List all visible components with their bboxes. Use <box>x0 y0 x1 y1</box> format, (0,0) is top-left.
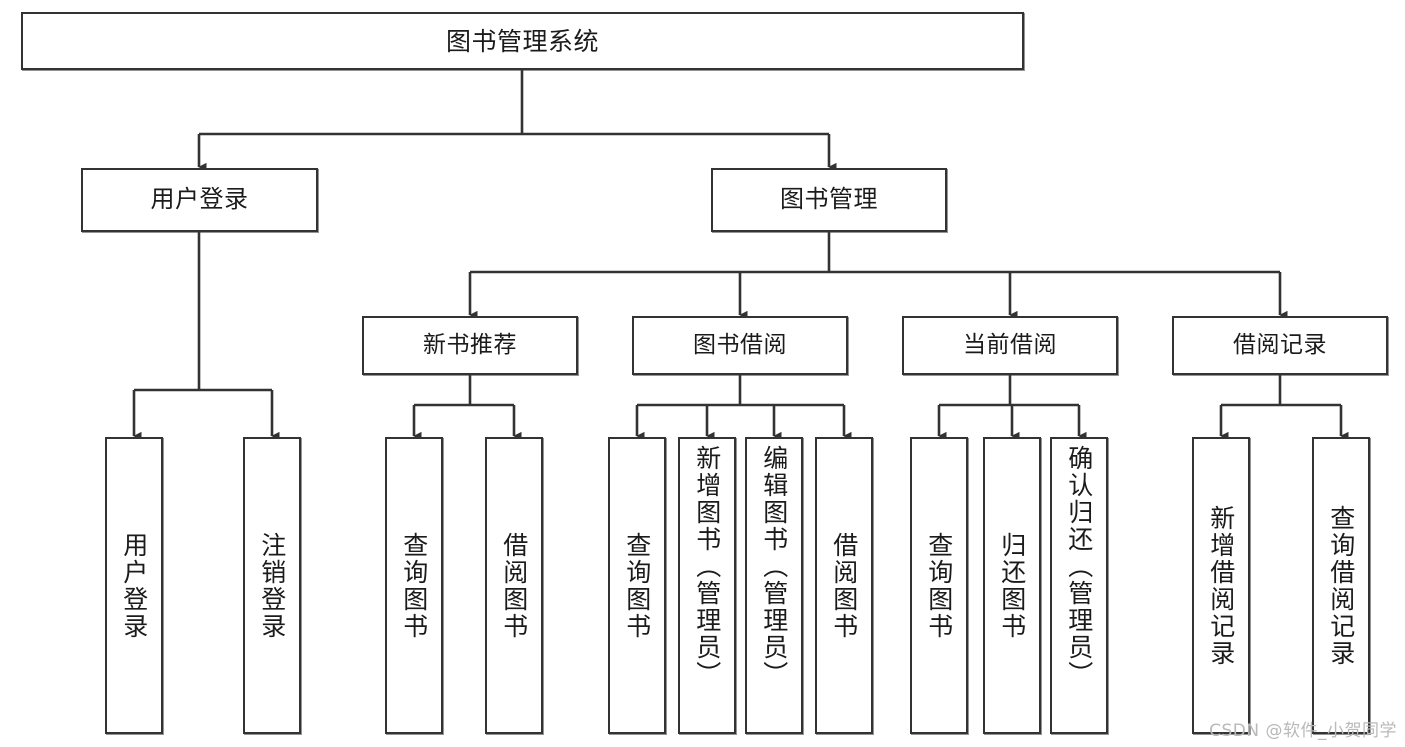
node-leaf-borrow-book-a[interactable]: 借阅图书 <box>485 437 543 734</box>
node-leaf-borrow-book-b-label: 借阅图书 <box>829 531 859 640</box>
node-leaf-logout[interactable]: 注销登录 <box>243 437 301 734</box>
node-leaf-add-book[interactable]: 新增图书（管理员） <box>678 437 736 734</box>
node-new-book-rec[interactable]: 新书推荐 <box>362 316 578 375</box>
node-leaf-add-record[interactable]: 新增借阅记录 <box>1192 437 1250 734</box>
node-borrow-record-label: 借阅记录 <box>1233 332 1327 359</box>
node-user-login-label: 用户登录 <box>150 185 249 214</box>
node-leaf-query-record-label: 查询借阅记录 <box>1326 504 1356 667</box>
node-leaf-query-book-a[interactable]: 查询图书 <box>385 437 443 734</box>
node-leaf-return-book-label: 归还图书 <box>997 531 1027 640</box>
node-book-borrow[interactable]: 图书借阅 <box>632 316 848 375</box>
node-leaf-query-book-a-label: 查询图书 <box>399 531 429 640</box>
node-leaf-return-book[interactable]: 归还图书 <box>983 437 1041 734</box>
node-leaf-edit-book[interactable]: 编辑图书（管理员） <box>745 437 803 734</box>
node-leaf-borrow-book-a-label: 借阅图书 <box>499 531 529 640</box>
node-leaf-edit-book-label: 编辑图书（管理员） <box>759 445 789 688</box>
node-book-borrow-label: 图书借阅 <box>693 332 787 359</box>
node-leaf-query-book-c[interactable]: 查询图书 <box>910 437 968 734</box>
node-leaf-query-record[interactable]: 查询借阅记录 <box>1312 437 1370 734</box>
node-leaf-add-record-label: 新增借阅记录 <box>1206 504 1236 667</box>
node-leaf-borrow-book-b[interactable]: 借阅图书 <box>815 437 873 734</box>
node-leaf-user-login[interactable]: 用户登录 <box>105 437 163 734</box>
node-borrow-record[interactable]: 借阅记录 <box>1172 316 1388 375</box>
node-root[interactable]: 图书管理系统 <box>21 12 1024 70</box>
connector-lines <box>132 70 1349 441</box>
node-leaf-confirm-return[interactable]: 确认归还（管理员） <box>1050 437 1108 734</box>
node-book-manage[interactable]: 图书管理 <box>711 168 947 232</box>
node-root-label: 图书管理系统 <box>445 26 599 56</box>
node-current-borrow-label: 当前借阅 <box>963 332 1057 359</box>
node-leaf-query-book-b-label: 查询图书 <box>622 531 652 640</box>
node-current-borrow[interactable]: 当前借阅 <box>902 316 1118 375</box>
node-new-book-rec-label: 新书推荐 <box>423 332 517 359</box>
node-user-login[interactable]: 用户登录 <box>81 168 318 232</box>
node-leaf-confirm-return-label: 确认归还（管理员） <box>1064 445 1094 688</box>
node-book-manage-label: 图书管理 <box>780 185 878 214</box>
node-leaf-logout-label: 注销登录 <box>257 531 287 640</box>
node-leaf-query-book-c-label: 查询图书 <box>924 531 954 640</box>
node-leaf-user-login-label: 用户登录 <box>119 531 149 640</box>
node-leaf-add-book-label: 新增图书（管理员） <box>692 445 722 688</box>
node-leaf-query-book-b[interactable]: 查询图书 <box>608 437 666 734</box>
